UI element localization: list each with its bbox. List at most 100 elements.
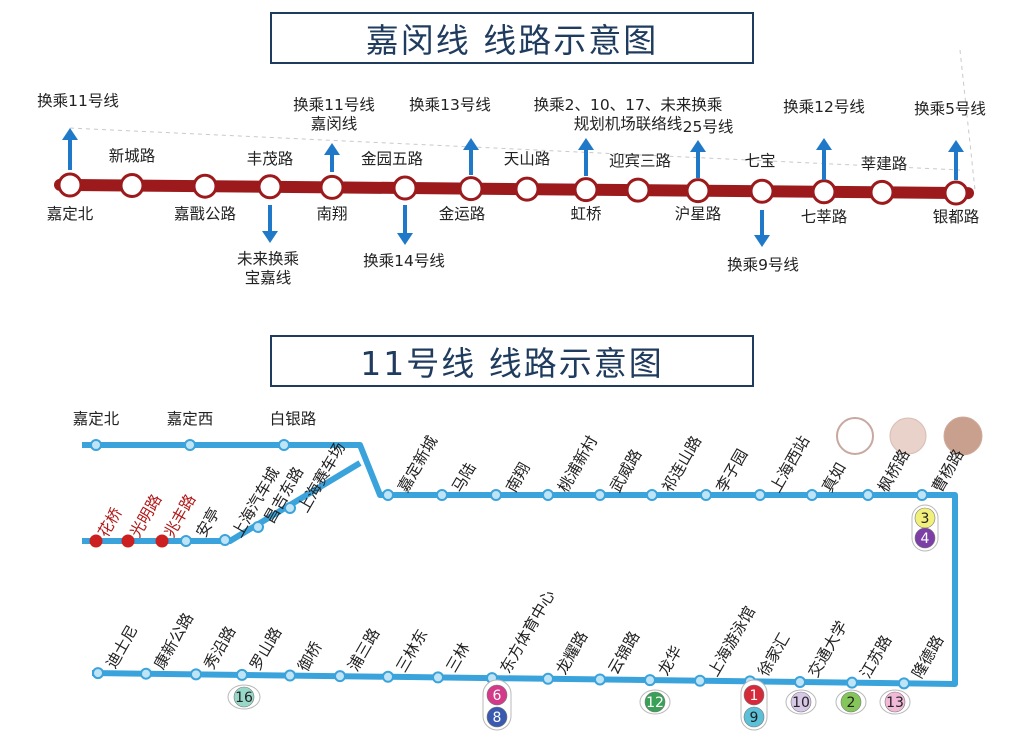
line11-title: 11号线 线路示意图 <box>270 335 754 387</box>
transfer-line-badge <box>486 684 508 706</box>
jiamin-station-label: 嘉定北 <box>46 205 94 223</box>
jiamin-station-label: 南翔 <box>316 205 348 223</box>
jiamin-station-label: 银都路 <box>932 208 980 226</box>
line11-station-dot <box>806 489 818 501</box>
line11-station-dot <box>219 534 231 546</box>
jiamin-transfer-label: 25号线 <box>682 118 734 136</box>
transfer-line-badge <box>233 686 255 708</box>
transfer-line-number: 2 <box>847 695 856 711</box>
line11-station-dot <box>284 502 296 514</box>
jiamin-title: 嘉闵线 线路示意图 <box>270 12 754 64</box>
jiamin-transfer-label: 未来换乘 宝嘉线 <box>236 250 300 288</box>
jiamin-transfer-label: 换乘13号线 <box>409 96 491 114</box>
jiamin-transfer-label: 换乘11号线 嘉闵线 <box>293 96 375 134</box>
jiamin-station-label: 七宝 <box>744 152 776 170</box>
line11-station-dot <box>700 489 712 501</box>
line11-station-dot <box>794 676 806 689</box>
transfer-line-badge <box>884 691 906 713</box>
transfer-line-badge <box>743 684 765 706</box>
jiamin-station-1 <box>119 173 145 199</box>
line11-station-dot <box>862 489 874 501</box>
line11-station-dot <box>542 672 554 685</box>
jiamin-station-3 <box>257 174 283 200</box>
line11-station-dot <box>436 489 448 501</box>
line11-station-dot <box>190 668 202 681</box>
line11-decor-circle <box>943 416 983 456</box>
jiamin-station-7 <box>514 176 540 202</box>
line11-station-dot <box>184 439 196 451</box>
jiamin-transfer-label: 换乘2、10、17、未来换乘 规划机场联络线 <box>533 96 723 134</box>
transfer-line-badge <box>644 691 666 713</box>
transfer-line-number: 13 <box>886 695 904 711</box>
line11-station-dot <box>694 674 706 687</box>
transfer-line-number: 10 <box>792 695 810 711</box>
jiamin-station-10 <box>685 178 711 204</box>
jiamin-station-label: 虹桥 <box>570 205 602 223</box>
transfer-line-number: 16 <box>235 690 253 706</box>
line11-station-dot <box>432 671 444 684</box>
jiamin-station-label: 丰茂路 <box>246 150 294 168</box>
jiamin-transfer-arrow-down-head <box>397 233 413 245</box>
line11-decor-circle <box>889 417 927 455</box>
line11-station-dot <box>594 673 606 686</box>
jiamin-transfer-label: 换乘5号线 <box>914 100 986 118</box>
jiamin-transfer-arrow-up-head <box>463 138 479 150</box>
transfer-line-badge <box>790 691 812 713</box>
line11-station-dot <box>382 489 394 501</box>
transfer-line-badge <box>486 706 508 728</box>
jiamin-station-label: 七莘路 <box>800 208 848 226</box>
jiamin-transfer-arrow-up-head <box>324 143 340 155</box>
jiamin-station-label: 嘉戬公路 <box>173 205 237 223</box>
jiamin-transfer-arrow-up-head <box>578 138 594 150</box>
transfer-line-number: 12 <box>646 695 664 711</box>
transfer-line-number: 8 <box>493 710 502 726</box>
line11-station-label: 嘉定西 <box>166 410 214 428</box>
guide-line <box>959 49 976 191</box>
jiamin-station-4 <box>319 174 345 200</box>
line11-station-dot <box>90 439 102 451</box>
line11-station-dot <box>382 670 394 683</box>
jiamin-station-11 <box>749 178 775 204</box>
jiamin-station-12 <box>811 179 837 205</box>
jiamin-transfer-label: 换乘12号线 <box>783 98 865 116</box>
transfer-line-number: 4 <box>921 531 930 547</box>
line11-station-dot <box>252 521 264 533</box>
line11-station-dot <box>898 677 910 690</box>
line11-station-dot <box>278 439 290 451</box>
jiamin-station-label: 莘建路 <box>860 155 908 173</box>
jiamin-transfer-arrow-down-head <box>754 235 770 247</box>
line11-station-dot <box>334 670 346 683</box>
jiamin-transfer-label: 换乘14号线 <box>363 252 445 270</box>
line11-station-dot <box>594 489 606 501</box>
jiamin-station-label: 新城路 <box>108 147 156 165</box>
line11-station-dot <box>916 489 928 501</box>
jiamin-station-9 <box>625 177 651 203</box>
jiamin-transfer-arrow-up-head <box>948 140 964 152</box>
jiamin-station-label: 金园五路 <box>360 150 424 168</box>
jiamin-station-6 <box>458 176 484 202</box>
transfer-line-badge <box>840 691 862 713</box>
line11-decor-circle <box>836 417 874 455</box>
line11-station-dot <box>846 676 858 689</box>
line11-station-dot <box>490 489 502 501</box>
jiamin-transfer-arrow-up-head <box>816 138 832 150</box>
transfer-line-number: 9 <box>750 710 759 726</box>
transfer-line-number: 6 <box>493 688 502 704</box>
line11-station-dot-red <box>121 534 135 548</box>
line11-station-dot-red <box>155 534 169 548</box>
line11-station-dot <box>754 489 766 501</box>
jiamin-transfer-arrow-down-head <box>262 231 278 243</box>
jiamin-station-label: 天山路 <box>503 150 551 168</box>
line11-station-dot <box>236 668 248 681</box>
line11-station-dot <box>180 535 192 547</box>
line11-track <box>82 442 958 687</box>
jiamin-transfer-label: 换乘11号线 <box>37 92 119 110</box>
line11-station-dot <box>644 674 656 687</box>
line11-station-label: 白银路 <box>269 410 317 428</box>
line11-station-dot <box>92 667 104 680</box>
jiamin-station-label: 沪星路 <box>674 205 722 223</box>
jiamin-station-2 <box>192 173 218 199</box>
transfer-line-number: 1 <box>750 688 759 704</box>
